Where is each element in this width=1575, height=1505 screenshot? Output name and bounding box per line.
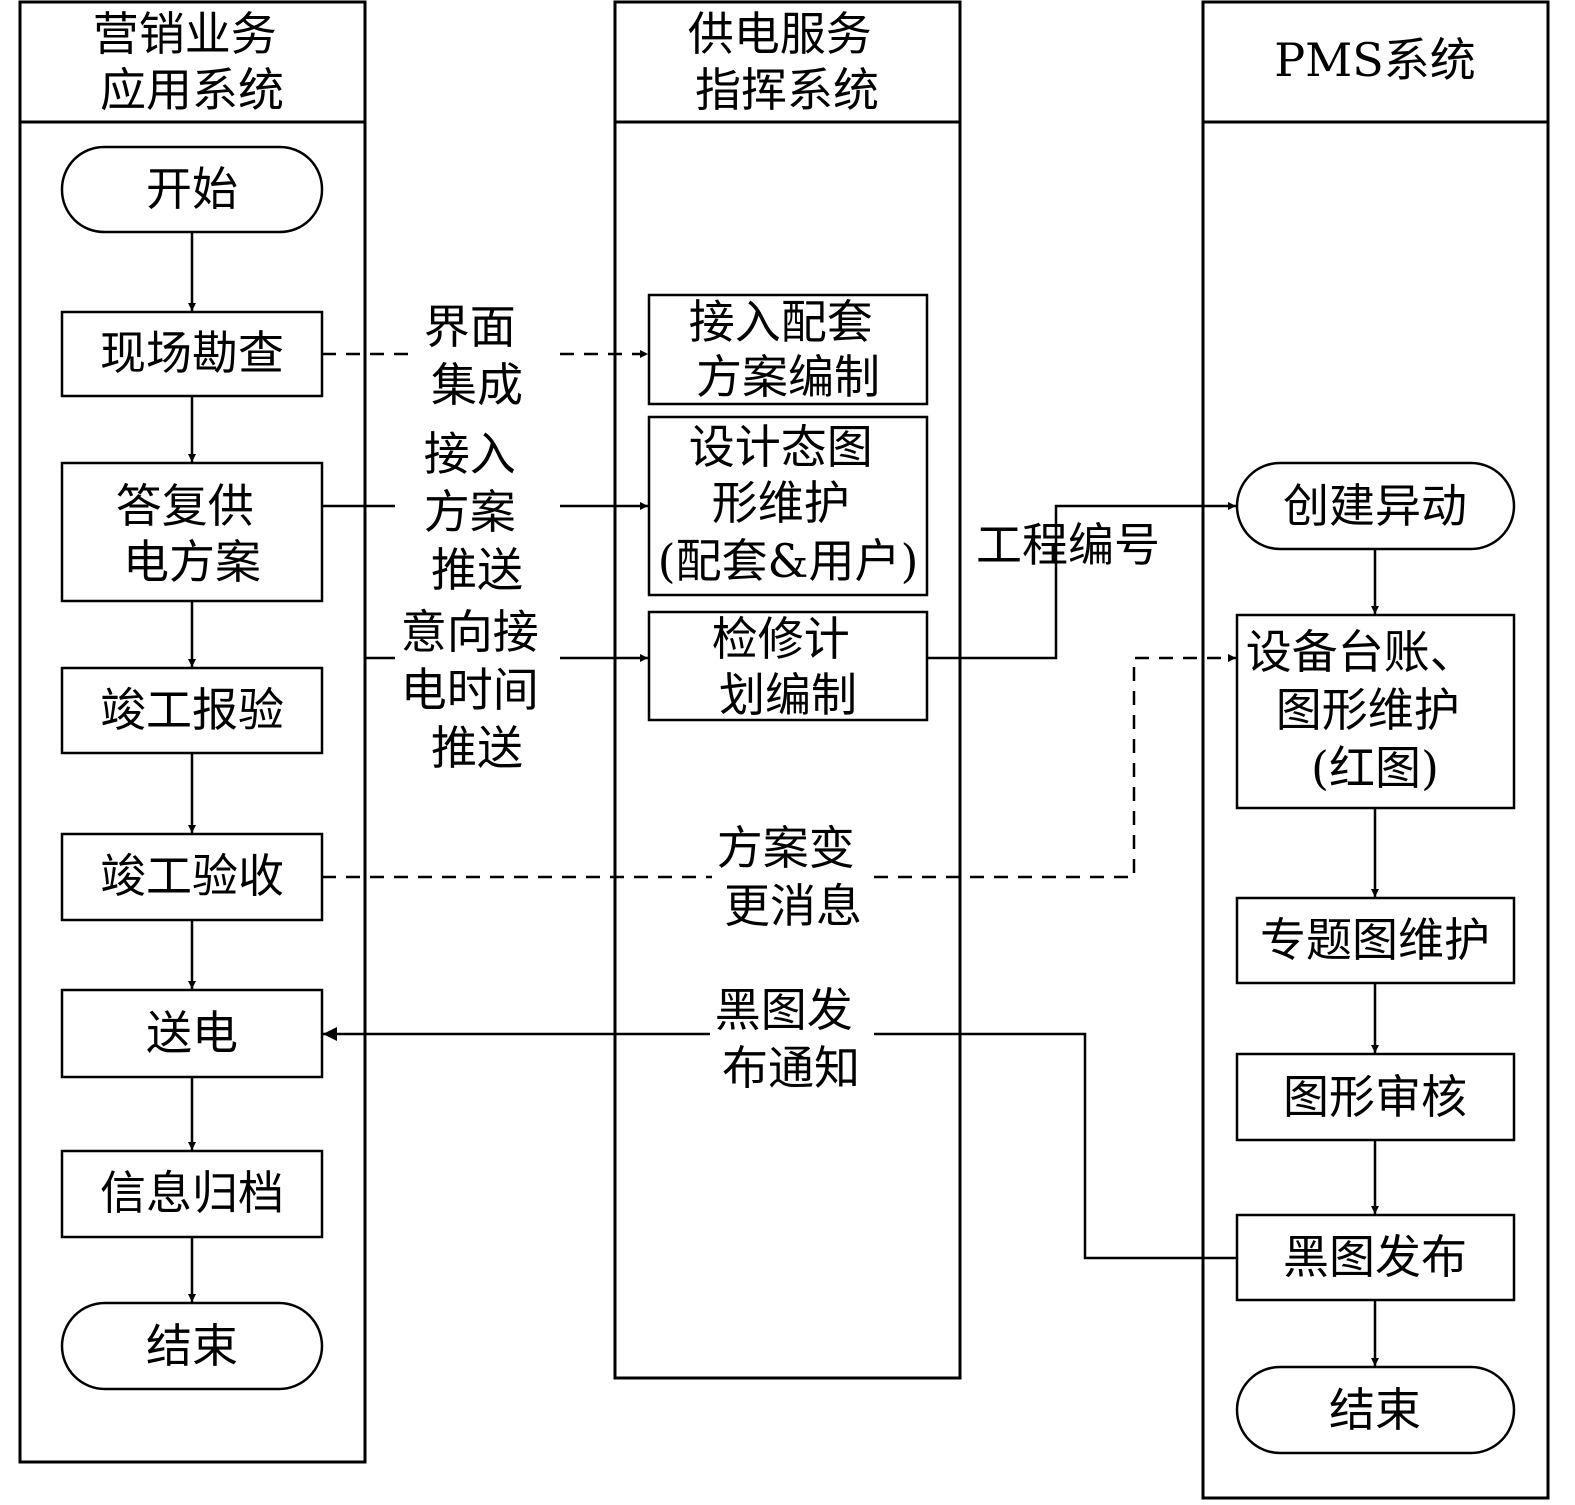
node-plan-compile-line1: 接入配套 [689, 295, 873, 349]
node-design-graph: 设计态图 形维护 (配套&用户) [647, 415, 929, 597]
label-push-time-line2: 电时间 [401, 663, 539, 717]
lane-marketing-title-line1: 营销业务 [93, 7, 277, 61]
lane-command-title-line2: 指挥系统 [695, 63, 879, 117]
svg-text:检修计 划编制: 检修计 划编制 [712, 612, 865, 722]
label-push-time-line3: 推送 [431, 721, 523, 775]
node-create-change-label: 创建异动 [1283, 479, 1467, 533]
connector-push-plan: 接入 方案 推送 [322, 427, 648, 597]
label-project-no-line1: 工程编号 [976, 518, 1160, 572]
label-black-notice-line1: 黑图发 [715, 983, 853, 1037]
connector-project-no: 工程编号 [927, 502, 1236, 660]
node-end-marketing: 结束 [60, 1301, 324, 1391]
node-power-on: 送电 [60, 988, 324, 1079]
node-plan-compile-line2: 方案编制 [696, 350, 880, 404]
svg-text:竣工验收: 竣工验收 [100, 849, 284, 903]
connector-black-notice: 黑图发 布通知 [323, 982, 1237, 1260]
label-push-time: 意向接 电时间 推送 [401, 605, 554, 775]
svg-text:创建异动: 创建异动 [1283, 479, 1467, 533]
label-plan-change: 方案变 更消息 [717, 821, 870, 933]
node-ledger-line2: 图形维护 [1276, 683, 1460, 737]
svg-text:信息归档: 信息归档 [100, 1166, 284, 1220]
connector-push-time: 意向接 电时间 推送 [365, 605, 648, 775]
label-interface-line1: 界面 [424, 300, 516, 354]
node-power-on-label: 送电 [146, 1006, 238, 1060]
node-start: 开始 [60, 145, 324, 234]
svg-text:结束: 结束 [1329, 1383, 1421, 1437]
node-report-label: 竣工报验 [100, 683, 284, 737]
node-create-change: 创建异动 [1235, 461, 1516, 551]
node-reply-line2: 电方案 [123, 535, 261, 589]
lane-pms-title: PMS系统 [1274, 33, 1476, 87]
node-end-marketing-label: 结束 [146, 1319, 238, 1373]
node-start-label: 开始 [146, 162, 238, 216]
node-design-graph-line2: 形维护 [712, 476, 850, 530]
lane-marketing-title-line2: 应用系统 [100, 63, 284, 117]
node-publish: 黑图发布 [1235, 1213, 1516, 1302]
label-interface-line2: 集成 [431, 358, 523, 412]
node-ledger: 设备台账、 图形维护 (红图) [1235, 613, 1516, 810]
node-report: 竣工报验 [60, 666, 324, 755]
node-survey: 现场勘查 [60, 310, 324, 398]
svg-text:接入配套 方案编制: 接入配套 方案编制 [689, 295, 888, 404]
label-plan-change-line2: 更消息 [724, 879, 862, 933]
label-black-notice: 黑图发 布通知 [715, 983, 868, 1095]
node-end-pms: 结束 [1235, 1365, 1516, 1455]
label-project-no: 工程编号 [976, 518, 1160, 572]
node-reply: 答复供 电方案 [60, 461, 324, 603]
label-push-plan-line1: 接入 [424, 427, 516, 481]
node-maintenance-plan-line1: 检修计 [712, 612, 850, 666]
node-archive: 信息归档 [60, 1149, 324, 1239]
node-review: 图形审核 [1235, 1052, 1516, 1142]
node-publish-label: 黑图发布 [1283, 1230, 1467, 1284]
node-acceptance: 竣工验收 [60, 832, 324, 922]
svg-text:设计态图 形维护 (配套&用户): 设计态图 形维护 (配套&用户) [658, 420, 919, 588]
lane-marketing: 营销业务 应用系统 [18, 0, 367, 1464]
node-acceptance-label: 竣工验收 [100, 849, 284, 903]
lane-command-title: 供电服务 指挥系统 [688, 7, 887, 117]
node-ledger-line3: (红图) [1311, 741, 1439, 795]
label-interface: 界面 集成 [424, 300, 531, 412]
node-review-label: 图形审核 [1283, 1070, 1467, 1124]
svg-text:现场勘查: 现场勘查 [100, 326, 284, 380]
svg-text:开始: 开始 [146, 162, 238, 216]
node-design-graph-line1: 设计态图 [689, 420, 873, 474]
node-maintenance-plan-line2: 划编制 [719, 668, 857, 722]
label-black-notice-line2: 布通知 [722, 1041, 860, 1095]
label-push-plan-line2: 方案 [424, 485, 516, 539]
svg-text:答复供 电方案: 答复供 电方案 [116, 479, 269, 589]
svg-text:竣工报验: 竣工报验 [100, 683, 284, 737]
node-end-pms-label: 结束 [1329, 1383, 1421, 1437]
svg-text:图形审核: 图形审核 [1283, 1070, 1467, 1124]
svg-text:设备台账、 图形维护 (红图): 设备台账、 图形维护 (红图) [1246, 625, 1491, 795]
node-thematic: 专题图维护 [1235, 896, 1516, 985]
label-push-plan: 接入 方案 推送 [424, 427, 531, 597]
lane-command: 供电服务 指挥系统 [613, 0, 962, 1380]
label-plan-change-line1: 方案变 [717, 821, 855, 875]
svg-text:黑图发布: 黑图发布 [1283, 1230, 1467, 1284]
connector-plan-change: 方案变 更消息 [322, 654, 1236, 938]
node-maintenance-plan: 检修计 划编制 [647, 610, 929, 722]
lane-command-title-line1: 供电服务 [688, 7, 872, 61]
node-design-graph-line3: (配套&用户) [658, 534, 919, 588]
node-archive-label: 信息归档 [100, 1166, 284, 1220]
label-push-time-line1: 意向接 [401, 605, 539, 659]
node-reply-line1: 答复供 [116, 479, 254, 533]
lane-marketing-title: 营销业务 应用系统 [93, 7, 292, 117]
lane-pms-title-line1: PMS系统 [1274, 33, 1476, 87]
label-push-plan-line3: 推送 [431, 543, 523, 597]
svg-text:结束: 结束 [146, 1319, 238, 1373]
svg-text:专题图维护: 专题图维护 [1260, 913, 1490, 967]
node-ledger-line1: 设备台账、 [1246, 625, 1476, 679]
node-thematic-label: 专题图维护 [1260, 913, 1490, 967]
node-survey-label: 现场勘查 [100, 326, 284, 380]
lane-pms: PMS系统 [1201, 0, 1550, 1500]
node-plan-compile: 接入配套 方案编制 [647, 293, 929, 406]
connector-interface: 界面 集成 [322, 300, 648, 412]
svg-text:送电: 送电 [146, 1006, 238, 1060]
